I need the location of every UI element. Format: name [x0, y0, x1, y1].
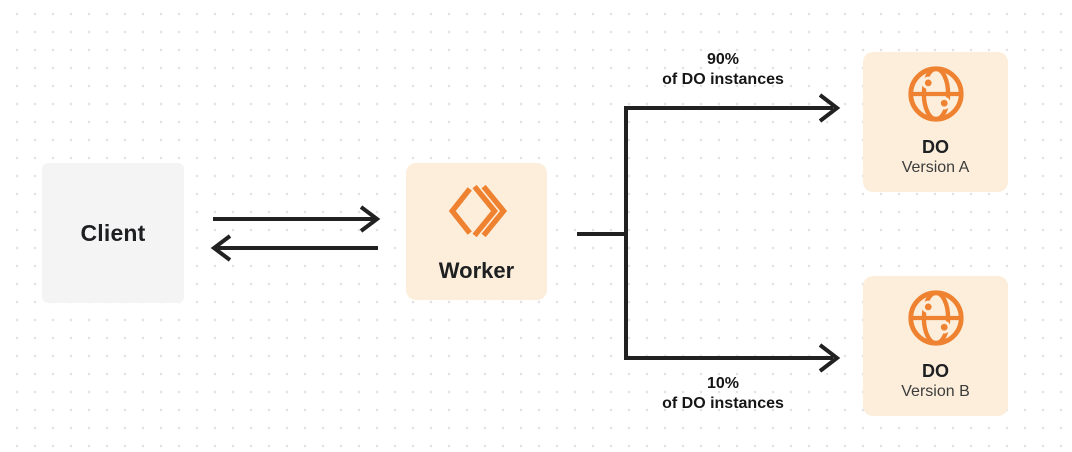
do-version-a-title: DO — [922, 137, 949, 157]
worker-label: Worker — [438, 258, 515, 283]
do-version-a-subtitle: Version A — [901, 159, 970, 176]
do-version-b-subtitle: Version B — [901, 383, 970, 400]
do-version-a-node: DO Version A — [863, 52, 1008, 192]
arrow-client-to-worker — [213, 205, 381, 233]
split-bottom-label: 10% of DO instances — [638, 374, 808, 414]
split-bottom-caption: of DO instances — [662, 395, 784, 412]
split-top-caption: of DO instances — [662, 71, 784, 88]
globe-icon — [905, 287, 967, 354]
do-version-b-node: DO Version B — [863, 276, 1008, 416]
worker-node: Worker — [406, 163, 547, 300]
client-label: Client — [80, 219, 146, 246]
split-top-percent: 90% — [706, 51, 740, 68]
client-node: Client — [42, 163, 184, 303]
split-bottom-percent: 10% — [706, 375, 740, 392]
do-version-b-title: DO — [922, 361, 949, 381]
workers-icon — [445, 181, 509, 246]
globe-icon — [905, 63, 967, 130]
split-top-label: 90% of DO instances — [638, 50, 808, 90]
arrowhead-to-version-a — [818, 93, 841, 123]
split-connector — [577, 106, 833, 360]
arrowhead-to-version-b — [818, 343, 841, 373]
arrow-worker-to-client — [210, 234, 378, 262]
